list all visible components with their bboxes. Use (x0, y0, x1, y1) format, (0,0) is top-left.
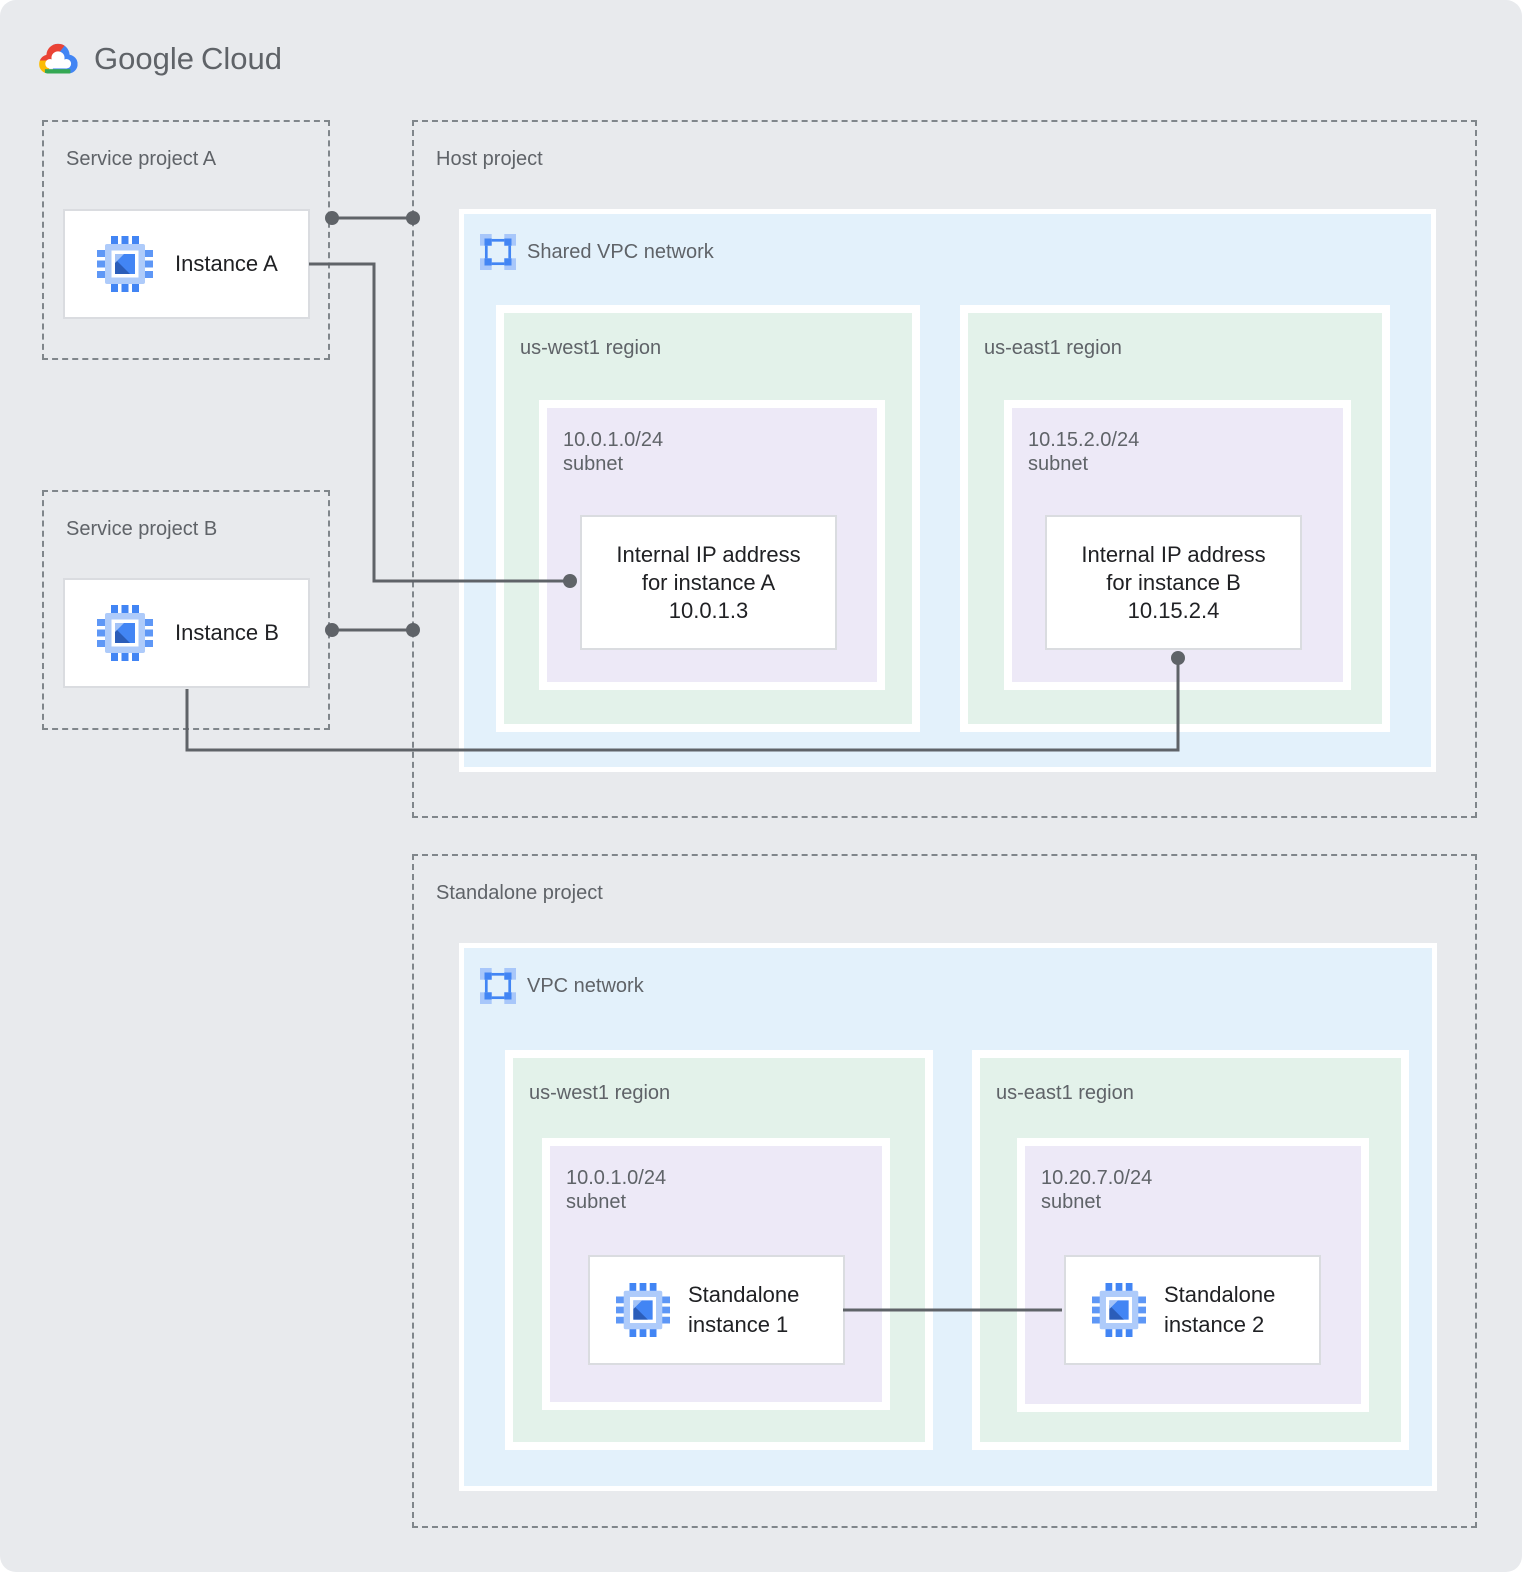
standalone-instance-2-line1: Standalone (1164, 1282, 1276, 1307)
vpc-network-label: VPC network (527, 974, 644, 997)
ip-card-line: 10.0.1.3 (668, 597, 749, 623)
instance-a-label: Instance A (175, 251, 278, 276)
host-subnet-us-east1-box: 10.15.2.0/24 subnet Internal IP address … (1004, 400, 1351, 690)
subnet-cidr: 10.20.7.0/24 (1041, 1167, 1153, 1189)
logo-product-text: Cloud (200, 41, 282, 76)
host-subnet-us-west1-label: 10.0.1.0/24 subnet (563, 428, 663, 476)
subnet-cidr: 10.15.2.0/24 (1028, 429, 1140, 451)
subnet-word: subnet (563, 453, 624, 475)
ip-card-line: for instance A (641, 569, 776, 595)
internal-ip-instance-a-card: Internal IP address for instance A 10.0.… (580, 515, 837, 650)
subnet-word: subnet (566, 1191, 627, 1213)
standalone-instance-1-card: Standalone instance 1 (588, 1255, 845, 1365)
host-region-us-east1-box: us-east1 region 10.15.2.0/24 subnet Inte… (960, 305, 1390, 732)
instance-b-label: Instance B (175, 620, 279, 645)
standalone-subnet-us-east1-label: 10.20.7.0/24 subnet (1041, 1166, 1152, 1214)
host-region-us-west1-box: us-west1 region 10.0.1.0/24 subnet Inter… (496, 305, 920, 732)
logo-brand-text: Google (94, 41, 194, 76)
host-subnet-us-east1-label: 10.15.2.0/24 subnet (1028, 428, 1139, 476)
service-project-b-label: Service project B (66, 518, 218, 540)
standalone-region-us-west1-box: us-west1 region 10.0.1.0/24 subnet (505, 1050, 933, 1450)
standalone-region-us-east1-label: us-east1 region (996, 1082, 1134, 1104)
ip-card-line: Internal IP address (1081, 541, 1266, 567)
instance-b-card: Instance B (63, 578, 310, 688)
compute-engine-icon (97, 605, 153, 661)
standalone-project-label: Standalone project (436, 882, 603, 904)
subnet-word: subnet (1041, 1191, 1102, 1213)
host-project-label: Host project (436, 148, 543, 170)
host-subnet-us-west1-box: 10.0.1.0/24 subnet Internal IP address f… (539, 400, 885, 690)
compute-engine-icon (616, 1283, 670, 1337)
ip-card-line: 10.15.2.4 (1127, 597, 1220, 623)
instance-a-card: Instance A (63, 209, 310, 319)
subnet-cidr: 10.0.1.0/24 (566, 1167, 667, 1189)
service-project-a-box: Service project A Instance A (42, 120, 330, 360)
standalone-subnet-us-east1-box: 10.20.7.0/24 subnet (1017, 1138, 1369, 1412)
internal-ip-instance-b-card: Internal IP address for instance B 10.15… (1045, 515, 1302, 650)
google-cloud-logo-icon (39, 43, 78, 74)
standalone-instance-2-card: Standalone instance 2 (1064, 1255, 1321, 1365)
standalone-instance-1-line2: instance 1 (688, 1312, 789, 1337)
standalone-instance-1-line1: Standalone (688, 1282, 800, 1307)
host-region-us-east1-label: us-east1 region (984, 337, 1122, 359)
shared-vpc-network-box: Shared VPC network us-west1 region 10.0.… (459, 209, 1436, 772)
compute-engine-icon (1092, 1283, 1146, 1337)
standalone-subnet-us-west1-label: 10.0.1.0/24 subnet (566, 1166, 666, 1214)
service-project-a-label: Service project A (66, 148, 217, 170)
vpc-network-icon (480, 968, 516, 1004)
vpc-network-box: VPC network us-west1 region 10.0.1.0/24 … (459, 943, 1437, 1491)
host-project-box: Host project Shared VPC network (412, 120, 1477, 818)
standalone-instance-2-label: Standalone instance 2 (1164, 1280, 1275, 1340)
standalone-region-us-east1-box: us-east1 region 10.20.7.0/24 subnet (972, 1050, 1409, 1450)
standalone-subnet-us-west1-box: 10.0.1.0/24 subnet (542, 1138, 890, 1410)
compute-engine-icon (97, 236, 153, 292)
standalone-instance-1-label: Standalone instance 1 (688, 1280, 799, 1340)
vpc-network-header: VPC network (480, 968, 644, 1004)
ip-card-line: for instance B (1106, 569, 1241, 595)
standalone-project-box: Standalone project VPC network (412, 854, 1477, 1528)
service-project-b-box: Service project B Instance B (42, 490, 330, 730)
standalone-instance-2-line2: instance 2 (1164, 1312, 1265, 1337)
subnet-word: subnet (1028, 453, 1089, 475)
ip-card-line: Internal IP address (616, 541, 801, 567)
vpc-network-icon (480, 234, 516, 270)
subnet-cidr: 10.0.1.0/24 (563, 429, 664, 451)
host-region-us-west1-label: us-west1 region (520, 337, 662, 359)
shared-vpc-network-label: Shared VPC network (527, 240, 714, 263)
standalone-region-us-west1-label: us-west1 region (529, 1082, 671, 1104)
shared-vpc-network-header: Shared VPC network (480, 234, 714, 270)
